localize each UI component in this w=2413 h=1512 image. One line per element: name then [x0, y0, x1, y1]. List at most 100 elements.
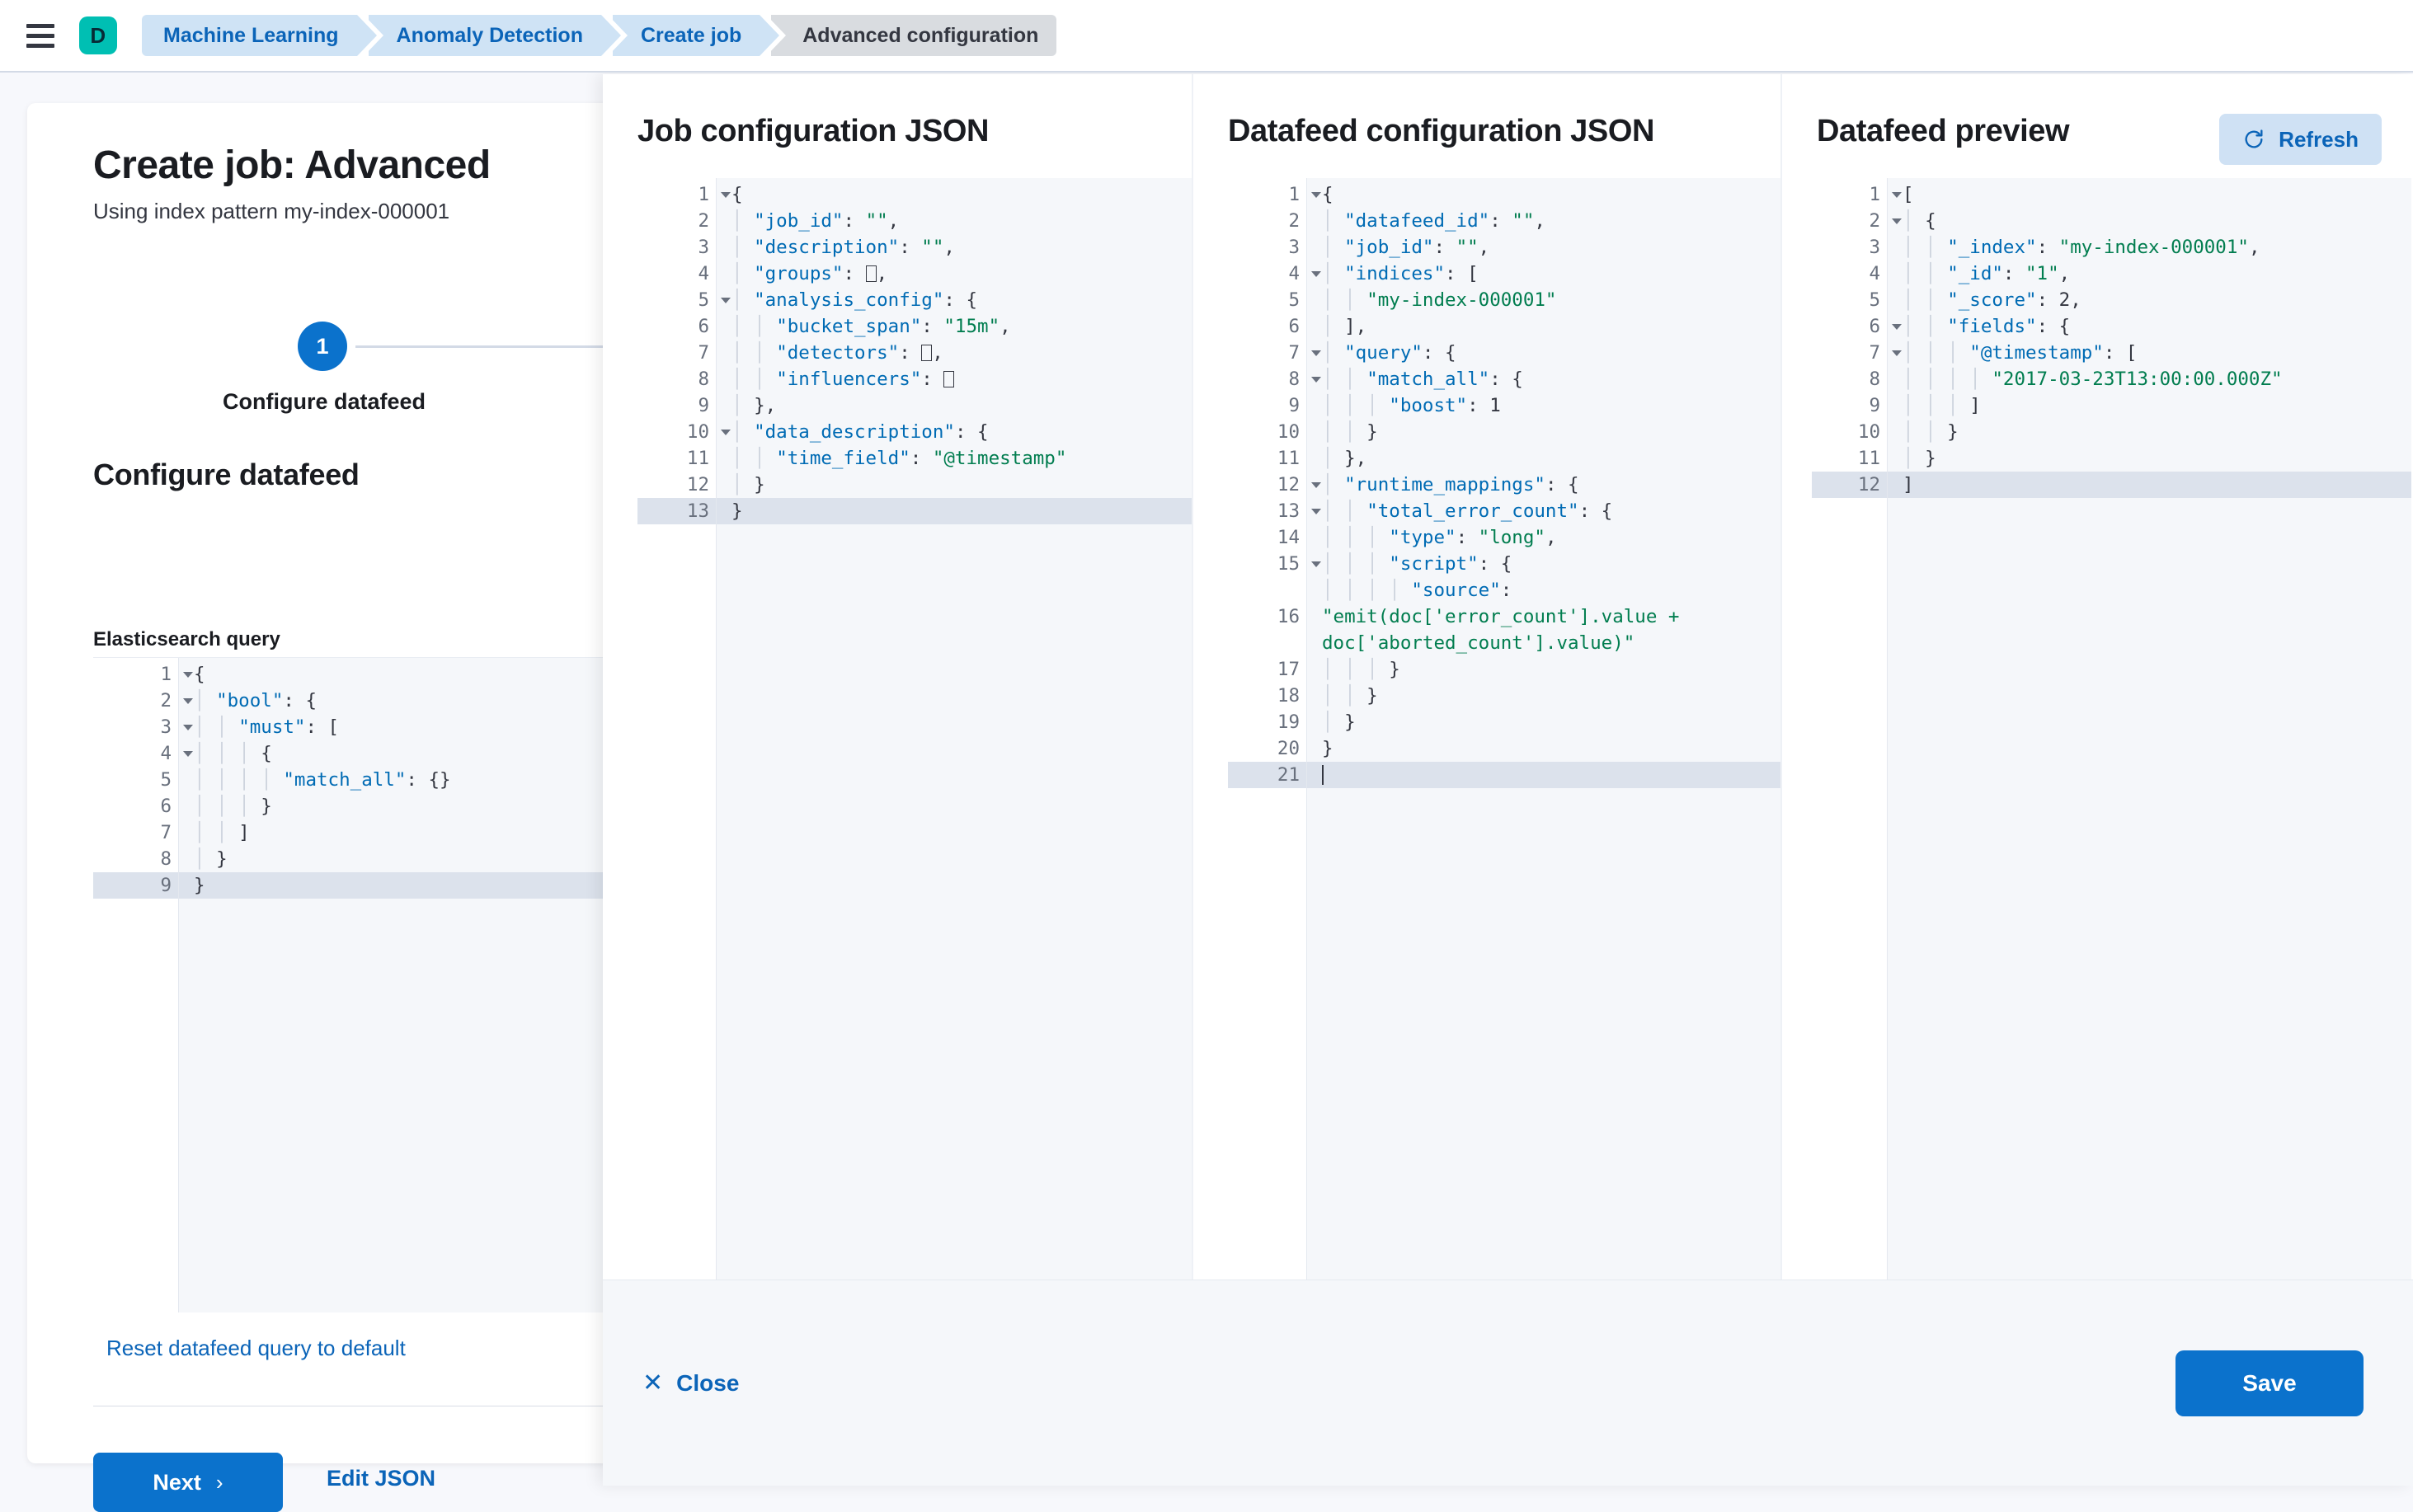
code-line[interactable]: { [717, 181, 1192, 208]
code-line[interactable]: │ │ │ } [1307, 656, 1780, 683]
editor-code[interactable]: {│ "datafeed_id": "",│ "job_id": "",│ "i… [1307, 178, 1780, 1280]
flyout-footer: ✕ Close Save [603, 1280, 2413, 1486]
code-line[interactable]: │ "runtime_mappings": { [1307, 472, 1780, 498]
code-line[interactable]: │ │ "my-index-000001" [1307, 287, 1780, 313]
gutter-line: 18 [1228, 683, 1306, 709]
code-line[interactable]: │ "query": { [1307, 340, 1780, 366]
code-line[interactable]: │ "groups": , [717, 261, 1192, 287]
code-line[interactable]: │ } [1888, 445, 2411, 472]
code-line[interactable]: │ } [717, 472, 1192, 498]
code-line[interactable]: │ "analysis_config": { [717, 287, 1192, 313]
code-line[interactable]: │ │ │ │ "2017-03-23T13:00:00.000Z" [1888, 366, 2411, 392]
code-line[interactable]: │ { [1888, 208, 2411, 234]
code-line[interactable]: │ │ "_score": 2, [1888, 287, 2411, 313]
hamburger-menu-icon[interactable] [26, 19, 59, 52]
code-line[interactable]: │ │ } [1307, 419, 1780, 445]
code-line[interactable]: } [1307, 735, 1780, 762]
code-line[interactable]: │ }, [717, 392, 1192, 419]
code-line[interactable]: │ ], [1307, 313, 1780, 340]
code-line[interactable]: │ "indices": [ [1307, 261, 1780, 287]
code-line[interactable]: │ │ │ "@timestamp": [ [1888, 340, 2411, 366]
gutter-line: 6 [1812, 313, 1887, 340]
datafeed-configuration-column: Datafeed configuration JSON 123456789101… [1192, 74, 1780, 1280]
code-line[interactable]: │ │ "_index": "my-index-000001", [1888, 234, 2411, 261]
gutter-line: 17 [1228, 656, 1306, 683]
job-configuration-column: Job configuration JSON 12345678910111213… [603, 74, 1192, 1280]
code-line[interactable]: │ "description": "", [717, 234, 1192, 261]
code-line[interactable]: │ │ "time_field": "@timestamp" [717, 445, 1192, 472]
code-line[interactable]: │ "job_id": "", [1307, 234, 1780, 261]
job-configuration-editor[interactable]: 12345678910111213 {│ "job_id": "",│ "des… [637, 178, 1192, 1280]
close-x-icon: ✕ [642, 1369, 663, 1397]
gutter-line: 8 [1228, 366, 1306, 392]
flyout-body: Job configuration JSON 12345678910111213… [603, 74, 2413, 1280]
code-line[interactable]: │ │ │ ] [1888, 392, 2411, 419]
gutter-line: 1 [1812, 181, 1887, 208]
datafeed-configuration-editor[interactable]: 123456789101112131415161718192021 {│ "da… [1228, 178, 1780, 1280]
space-avatar[interactable]: D [79, 16, 117, 54]
save-button[interactable]: Save [2175, 1350, 2364, 1416]
code-line[interactable]: │ │ │ "boost": 1 [1307, 392, 1780, 419]
gutter-line: 4 [637, 261, 716, 287]
datafeed-configuration-title: Datafeed configuration JSON [1228, 114, 1654, 149]
gutter-line: 11 [1812, 445, 1887, 472]
code-line[interactable]: │ │ "influencers": [717, 366, 1192, 392]
top-navigation-bar: D Machine Learning Anomaly Detection Cre… [0, 0, 2413, 73]
breadcrumb: Machine Learning Anomaly Detection Creat… [142, 15, 1056, 56]
code-line[interactable]: │ │ } [1888, 419, 2411, 445]
code-line[interactable]: │ │ "total_error_count": { [1307, 498, 1780, 524]
gutter-line: 4 [1812, 261, 1887, 287]
editor-code[interactable]: {│ "job_id": "",│ "description": "",│ "g… [717, 178, 1192, 1280]
code-line[interactable]: ] [1888, 472, 2411, 498]
gutter-line: 16 [1228, 577, 1306, 656]
editor-gutter: 12345678910111213 [637, 178, 717, 1280]
gutter-line: 8 [1812, 366, 1887, 392]
code-line[interactable]: │ │ │ "script": { [1307, 551, 1780, 577]
code-line[interactable]: │ │ │ "type": "long", [1307, 524, 1780, 551]
close-button[interactable]: ✕ Close [642, 1369, 739, 1397]
gutter-line: 12 [637, 472, 716, 498]
code-line[interactable]: │ "job_id": "", [717, 208, 1192, 234]
refresh-button[interactable]: Refresh [2219, 114, 2382, 165]
code-line[interactable]: │ "datafeed_id": "", [1307, 208, 1780, 234]
code-line[interactable]: │ │ "match_all": { [1307, 366, 1780, 392]
editor-gutter: 123456789 [93, 658, 179, 1312]
gutter-line: 9 [1812, 392, 1887, 419]
gutter-line: 3 [1228, 234, 1306, 261]
gutter-line: 3 [637, 234, 716, 261]
code-line[interactable]: │ "data_description": { [717, 419, 1192, 445]
code-line[interactable] [1307, 762, 1780, 788]
gutter-line: 9 [93, 872, 178, 899]
gutter-line: 13 [1228, 498, 1306, 524]
code-line[interactable]: │ │ "bucket_span": "15m", [717, 313, 1192, 340]
code-line[interactable]: [ [1888, 181, 2411, 208]
gutter-line: 14 [1228, 524, 1306, 551]
editor-code[interactable]: [│ {│ │ "_index": "my-index-000001",│ │ … [1888, 178, 2411, 1280]
gutter-line: 5 [1228, 287, 1306, 313]
section-title: Configure datafeed [93, 458, 360, 492]
breadcrumb-item-machine-learning[interactable]: Machine Learning [142, 15, 357, 56]
gutter-line: 7 [93, 819, 178, 846]
gutter-line: 2 [1228, 208, 1306, 234]
breadcrumb-item-anomaly-detection[interactable]: Anomaly Detection [369, 15, 601, 56]
edit-json-link[interactable]: Edit JSON [327, 1466, 435, 1491]
page-subtitle: Using index pattern my-index-000001 [93, 199, 449, 224]
code-line[interactable]: { [1307, 181, 1780, 208]
gutter-line: 7 [1812, 340, 1887, 366]
reset-datafeed-query-link[interactable]: Reset datafeed query to default [106, 1336, 406, 1361]
code-line[interactable]: } [717, 498, 1192, 524]
next-button[interactable]: Next › [93, 1453, 283, 1512]
code-line[interactable]: │ │ } [1307, 683, 1780, 709]
breadcrumb-item-create-job[interactable]: Create job [613, 15, 760, 56]
wizard-step-1[interactable]: 1 [298, 322, 347, 371]
code-line[interactable]: │ │ "_id": "1", [1888, 261, 2411, 287]
code-line[interactable]: │ │ "fields": { [1888, 313, 2411, 340]
code-line[interactable]: │ │ "detectors": , [717, 340, 1192, 366]
gutter-line: 1 [637, 181, 716, 208]
wizard-step-1-label: Configure datafeed [93, 389, 555, 415]
code-line[interactable]: │ } [1307, 709, 1780, 735]
code-line[interactable]: │ }, [1307, 445, 1780, 472]
datafeed-preview-editor[interactable]: 123456789101112 [│ {│ │ "_index": "my-in… [1812, 178, 2411, 1280]
gutter-line: 6 [637, 313, 716, 340]
code-line[interactable]: │ │ │ │ "source": "emit(doc['error_count… [1307, 577, 1780, 656]
